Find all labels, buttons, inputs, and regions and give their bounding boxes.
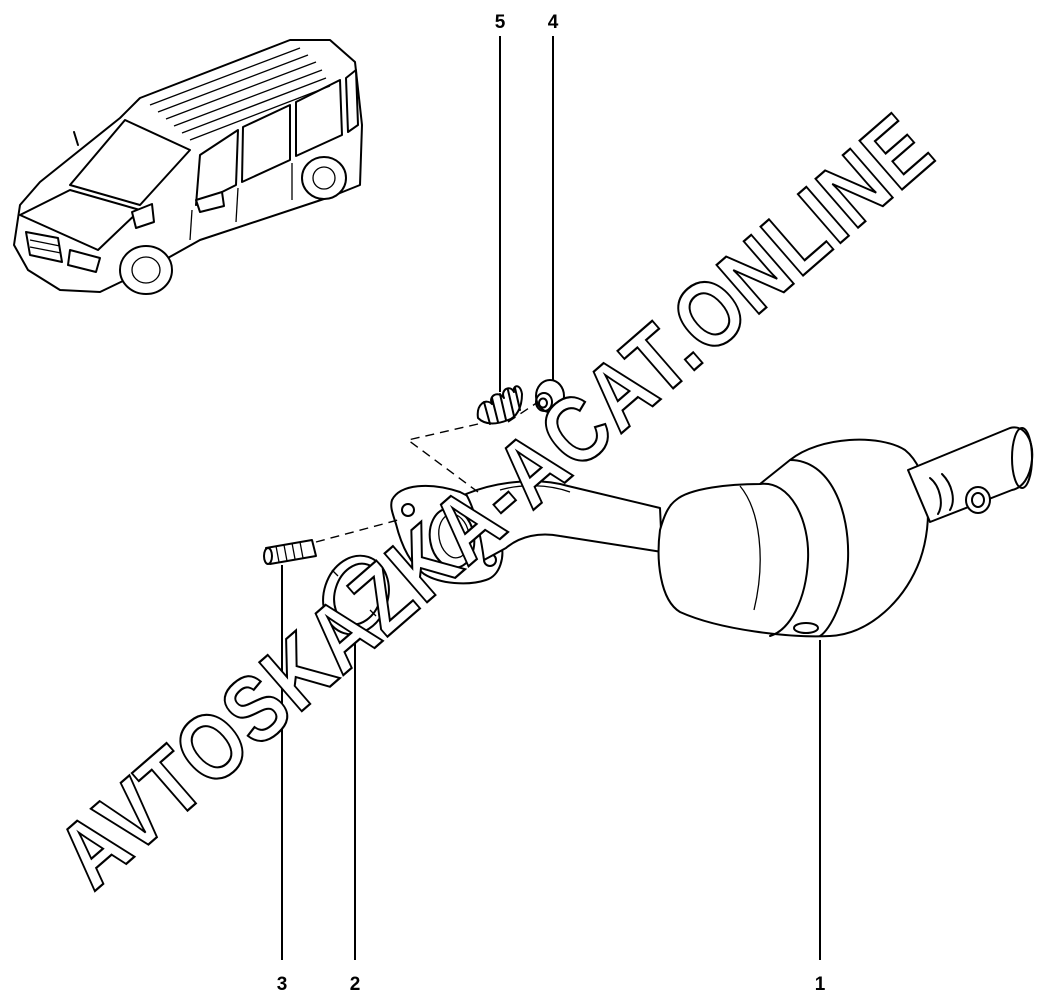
- part-5-spring: [476, 385, 523, 425]
- callout-4: 4: [548, 12, 559, 33]
- part-4-nut: [535, 379, 565, 413]
- part-3-stud: [263, 539, 317, 565]
- assembly-guide-lines: [315, 401, 539, 543]
- part-1-catalytic-converter: [390, 426, 1034, 638]
- van-outline-icon: [13, 39, 363, 295]
- callout-2: 2: [350, 974, 361, 995]
- part-2-gasket-ring: [322, 554, 390, 636]
- callout-3: 3: [277, 974, 288, 995]
- callout-5: 5: [495, 12, 506, 33]
- callout-1: 1: [815, 974, 826, 995]
